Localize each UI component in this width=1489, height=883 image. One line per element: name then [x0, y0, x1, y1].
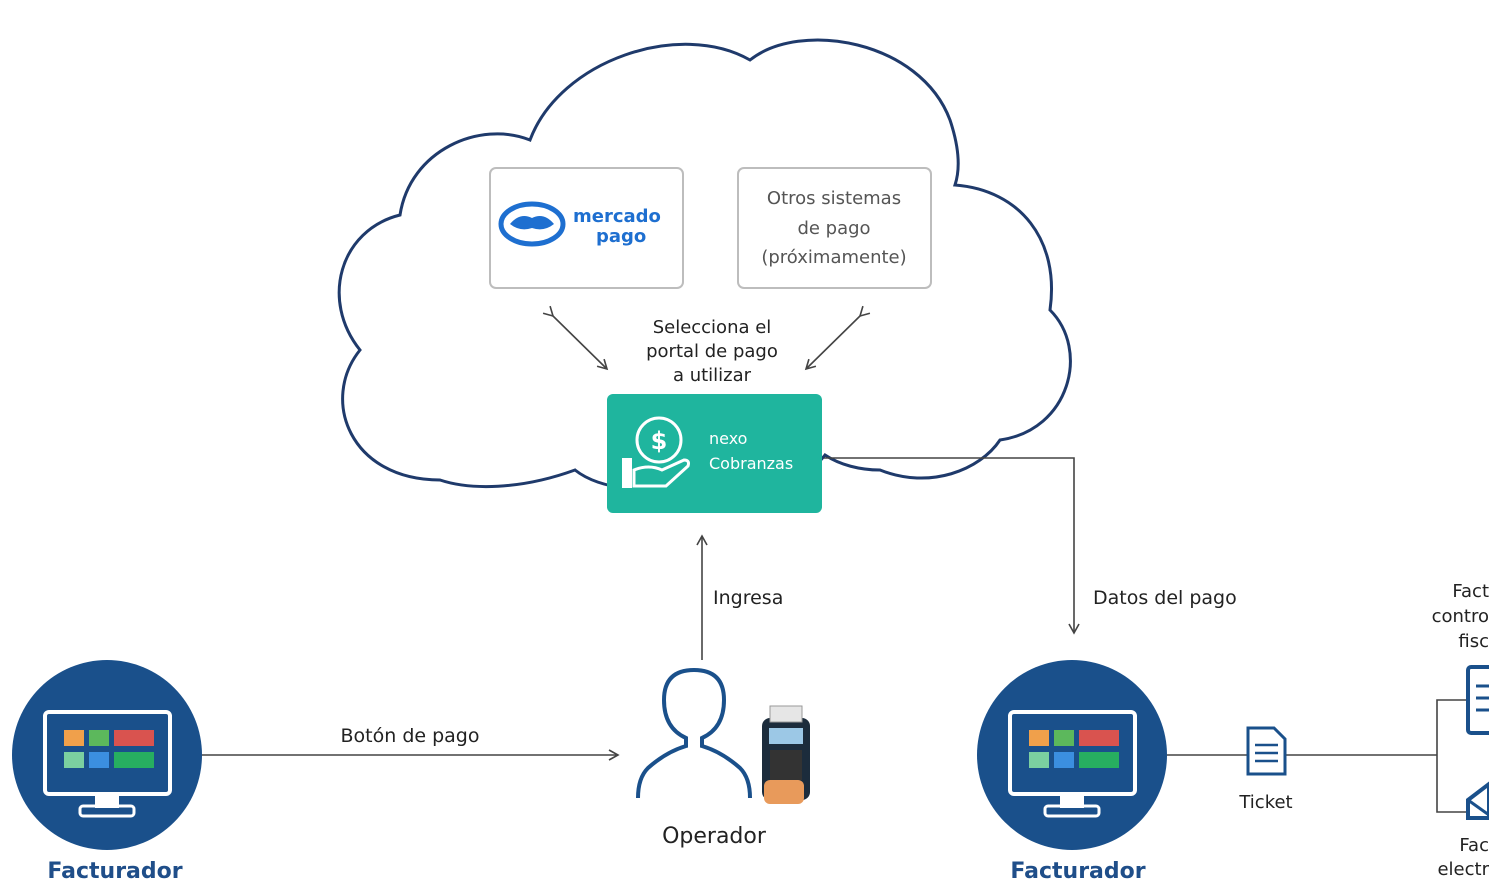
nexo-line-1: nexo — [709, 429, 747, 448]
monitor-icon — [43, 710, 172, 818]
electronic-label-2: electr — [1437, 859, 1489, 880]
otros-sistemas-card: Otros sistemas de pago (próximamente) — [737, 167, 932, 289]
ingresa-label: Ingresa — [713, 587, 783, 609]
pos-terminal-icon — [762, 705, 810, 804]
select-label-2: portal de pago — [646, 341, 778, 362]
right-facturador-node — [977, 660, 1167, 850]
right-facturador-label: Facturador — [1010, 859, 1145, 883]
datos-pago-connector — [824, 457, 1080, 635]
monitor-icon — [1008, 710, 1137, 818]
envelope-icon — [1466, 781, 1489, 820]
ticket-document-icon — [1246, 726, 1287, 776]
fiscal-document-icon — [1466, 665, 1489, 735]
svg-text:$: $ — [651, 427, 668, 455]
otros-line-2: de pago — [797, 218, 870, 239]
datos-pago-label: Datos del pago — [1093, 587, 1237, 609]
left-facturador-label: Facturador — [47, 859, 182, 883]
nexo-cobranzas-card: $ nexo Cobranzas — [607, 394, 822, 513]
select-label-3: a utilizar — [673, 365, 752, 386]
mercado-pago-card: mercado pago — [489, 167, 684, 289]
otros-line-3: (próximamente) — [761, 247, 906, 268]
fiscal-label-3: fisc — [1458, 631, 1489, 652]
double-arrow-left — [542, 305, 609, 371]
fiscal-label-2: contro — [1432, 606, 1489, 627]
ticket-label: Ticket — [1238, 792, 1292, 813]
mercado-pago-text-1: mercado — [573, 206, 661, 227]
otros-line-1: Otros sistemas — [767, 188, 901, 209]
boton-pago-label: Botón de pago — [341, 725, 480, 747]
fiscal-label-1: Fact — [1452, 581, 1489, 602]
left-facturador-node — [12, 660, 202, 850]
money-hand-icon: $ — [622, 416, 690, 488]
branch-connector — [1436, 699, 1466, 813]
double-arrow-right — [804, 305, 871, 371]
electronic-label-1: Fac — [1459, 835, 1489, 856]
operador-label: Operador — [662, 824, 767, 849]
nexo-line-2: Cobranzas — [709, 454, 793, 473]
operador-person-icon — [636, 667, 752, 799]
mercado-pago-text-2: pago — [596, 226, 646, 247]
select-label-1: Selecciona el — [653, 317, 772, 338]
